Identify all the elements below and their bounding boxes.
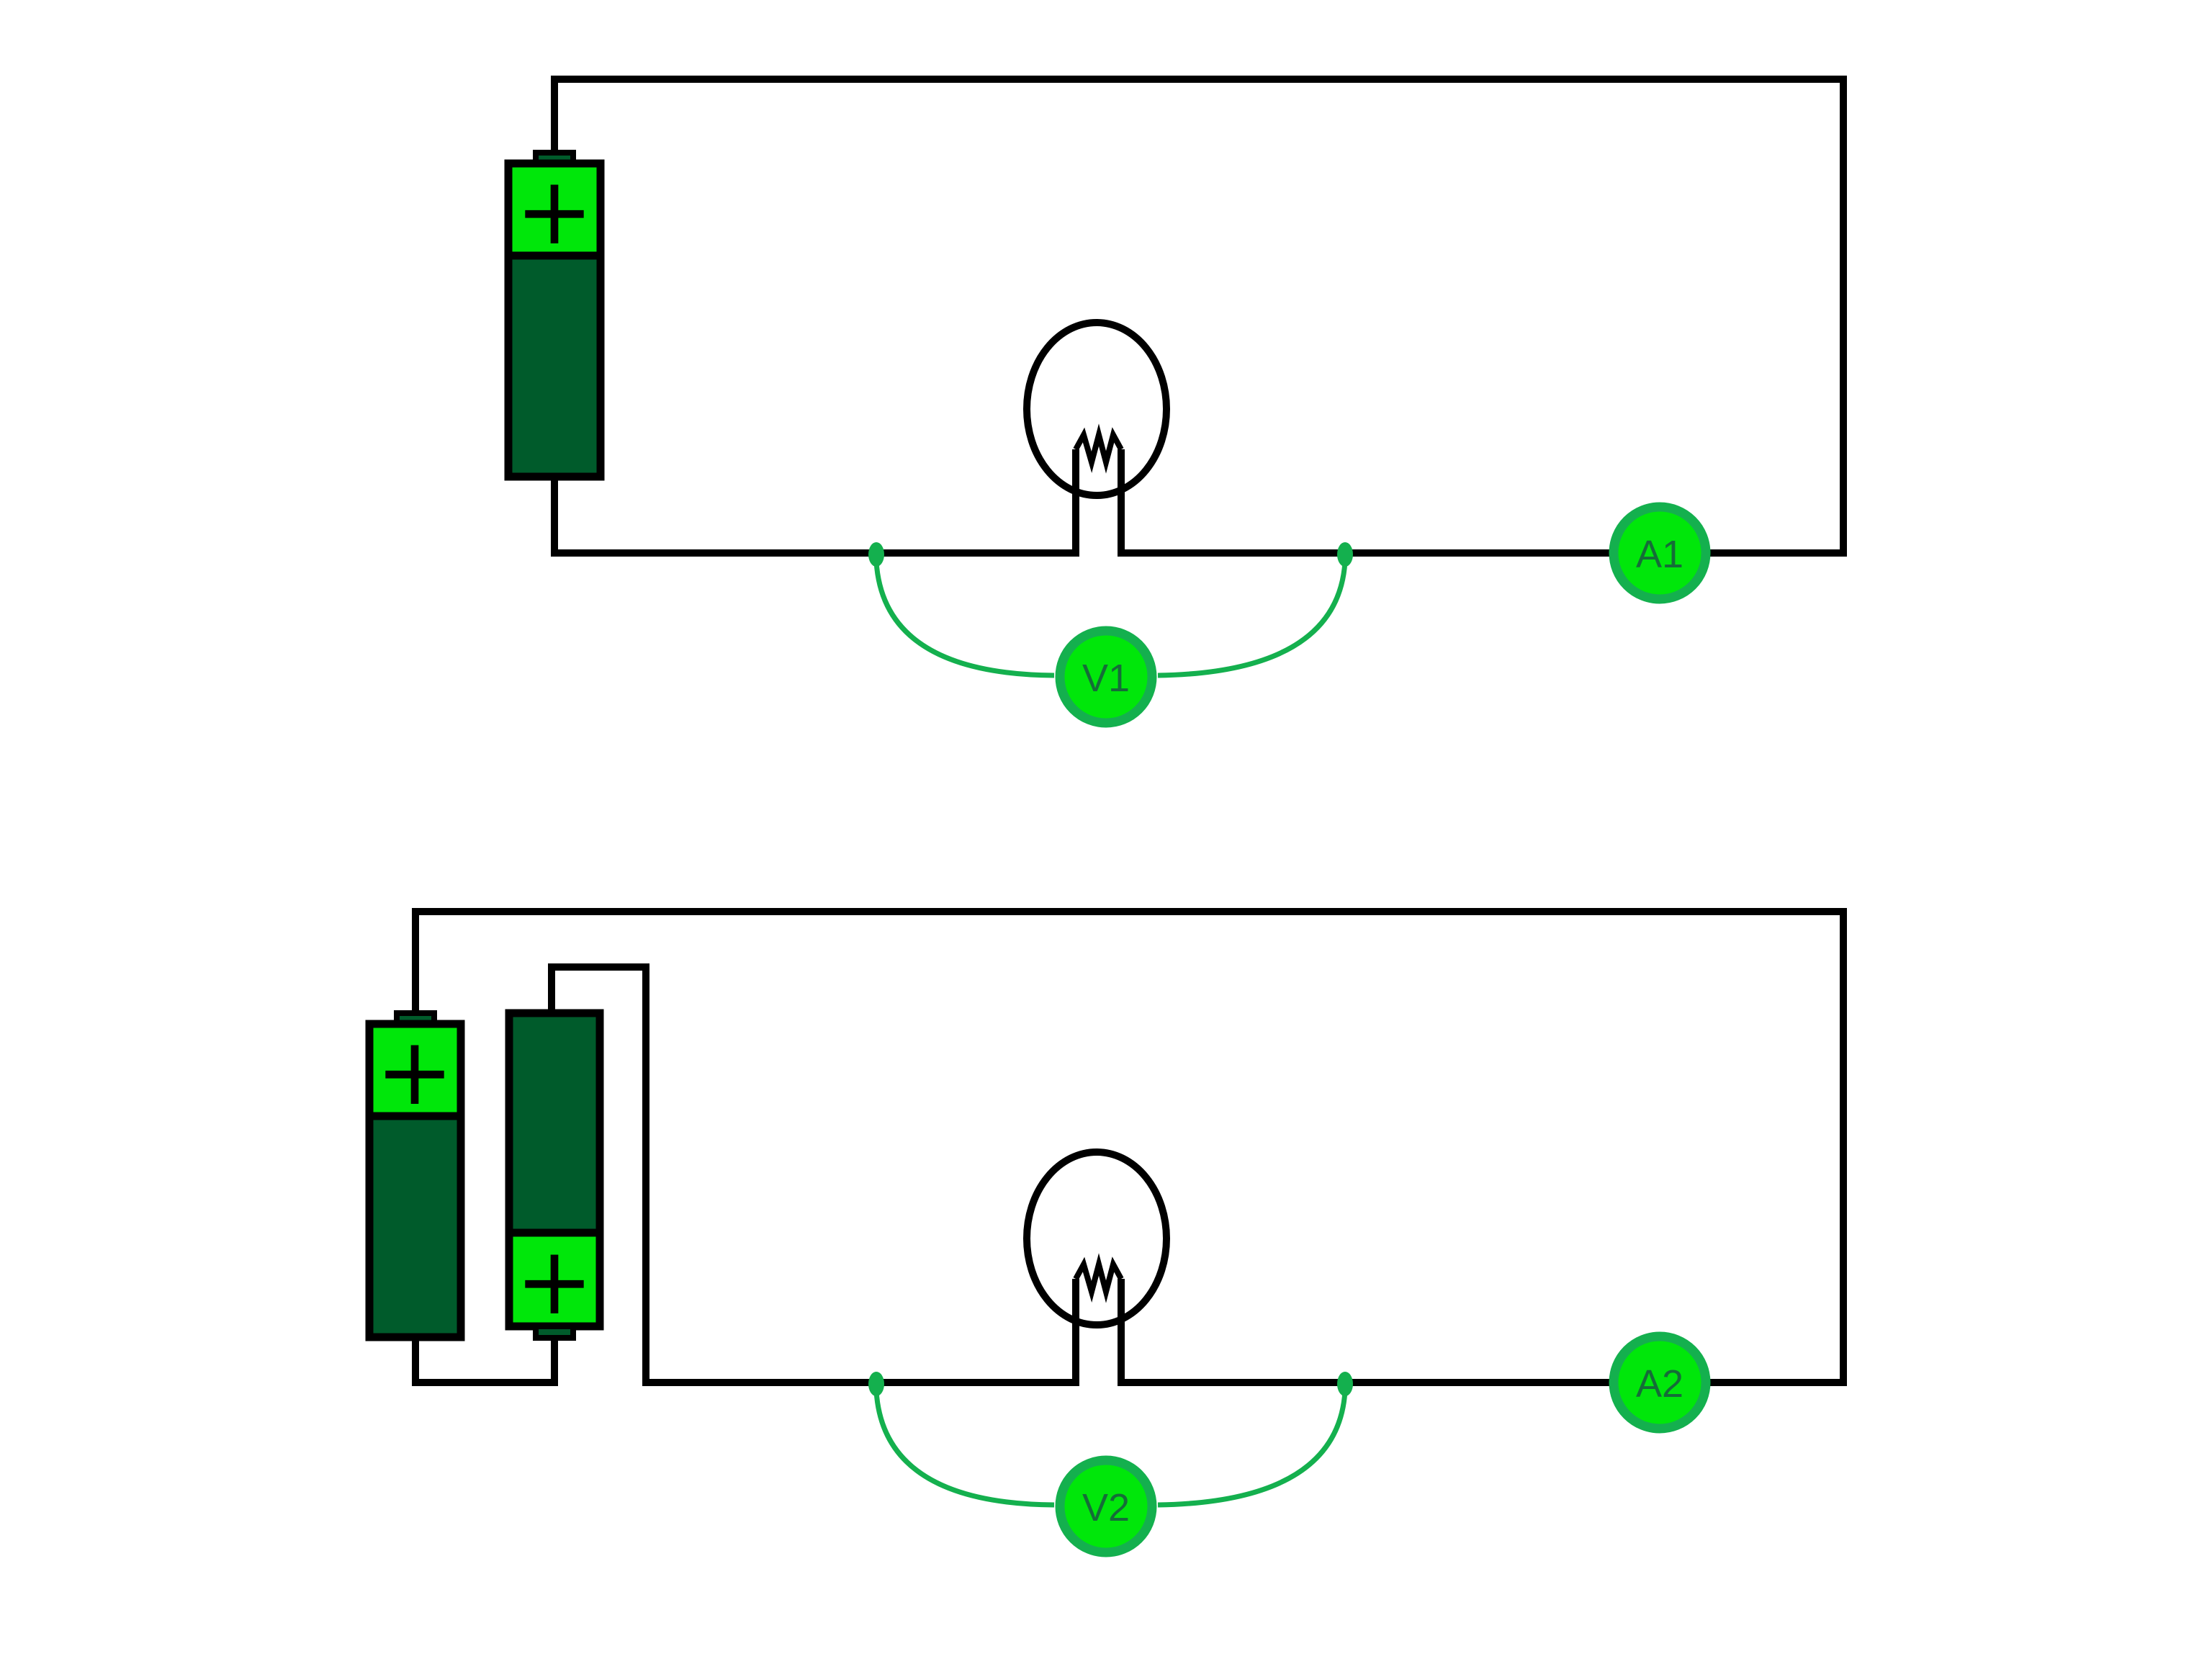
battery-negative-section — [369, 1116, 461, 1337]
voltmeter-label: V1 — [1082, 657, 1130, 700]
battery-negative-section — [509, 1013, 600, 1233]
junction-dot-left — [868, 542, 884, 567]
battery-positive-section — [509, 1233, 600, 1326]
bulb-glass — [1023, 1148, 1170, 1328]
voltmeter-probe-wire-left — [873, 561, 1055, 678]
circuit-2: + + A2 V2 — [365, 908, 1847, 1557]
battery-cell-2a: + — [365, 1010, 465, 1341]
bulb-leads — [1072, 1279, 1125, 1386]
ammeter-body — [1609, 1331, 1711, 1434]
ammeter-label: A2 — [1636, 1362, 1683, 1406]
bulb-filament — [1073, 1253, 1124, 1303]
battery-outline — [505, 1009, 604, 1331]
voltmeter-probe-wire-right — [1157, 561, 1348, 678]
voltmeter-v2: V2 — [868, 1372, 1353, 1557]
battery-positive-section — [508, 163, 601, 256]
battery-terminal-cap — [533, 1323, 576, 1341]
battery-positive-section — [369, 1024, 461, 1116]
circuit-2-wire — [412, 908, 1847, 1386]
bulb-glass — [1023, 319, 1170, 499]
battery-plus-label: + — [376, 1017, 454, 1126]
battery-outline — [504, 159, 605, 481]
lamp-1 — [1023, 319, 1170, 557]
bulb-filament — [1073, 423, 1124, 474]
ammeter-label: A1 — [1636, 533, 1683, 576]
circuit-2-battery-link-wire — [412, 1337, 558, 1386]
junction-dot-right — [1337, 1372, 1353, 1396]
battery-cell-1: + — [504, 150, 605, 481]
junction-dot-right — [1337, 542, 1353, 567]
ammeter-a1: A1 — [1609, 502, 1711, 604]
ammeter-body — [1609, 502, 1711, 604]
ammeter-a2: A2 — [1609, 1331, 1711, 1434]
voltmeter-body — [1055, 1455, 1157, 1557]
battery-plus-label: + — [516, 1226, 594, 1336]
battery-negative-section — [508, 256, 601, 477]
voltmeter-v1: V1 — [868, 542, 1353, 728]
junction-dot-left — [868, 1372, 884, 1396]
battery-plus-label: + — [516, 156, 594, 266]
bulb-leads — [1072, 449, 1125, 557]
voltmeter-probe-wire-right — [1157, 1390, 1348, 1508]
voltmeter-probe-wire-left — [873, 1390, 1055, 1508]
battery-outline — [365, 1020, 465, 1341]
voltmeter-label: V2 — [1082, 1486, 1130, 1529]
lamp-2 — [1023, 1148, 1170, 1386]
voltmeter-body — [1055, 626, 1157, 728]
circuit-1-wire — [551, 76, 1847, 557]
circuit-1: + A1 V1 — [504, 76, 1847, 728]
battery-cell-2b: + — [505, 1009, 604, 1341]
